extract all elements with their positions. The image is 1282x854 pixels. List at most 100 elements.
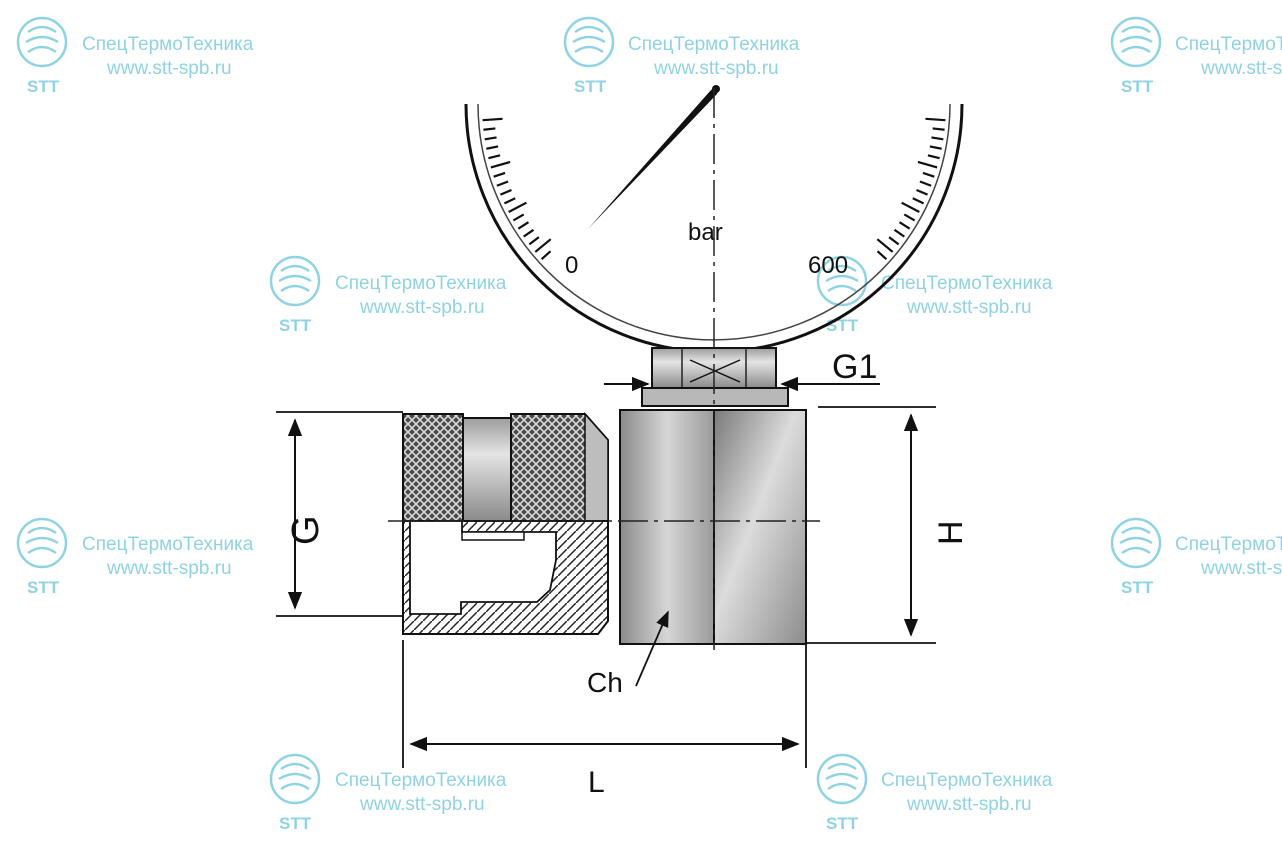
dimension-h-label: H (932, 520, 970, 545)
gauge-tick (893, 228, 905, 238)
gauge-tick (508, 201, 527, 213)
watermark-company: СпецТермоТехника (82, 34, 254, 55)
watermark-logo-text: STT (574, 77, 607, 96)
watermark-logo-text: STT (826, 814, 859, 833)
dimension-g1-label: G1 (832, 348, 877, 386)
watermark-url: www.stt-spb.ru (106, 58, 232, 79)
watermark-company: СпецТермоТехника (335, 273, 507, 294)
gauge-tick (490, 160, 511, 169)
union-sleeve (462, 417, 512, 522)
watermark-2: STT СпецТермоТехника www.stt-spb.ru (563, 16, 800, 96)
gauge-tick (517, 221, 530, 230)
gauge-tick (901, 201, 920, 213)
watermark-4: STT СпецТермоТехника www.stt-spb.ru (269, 255, 507, 335)
watermark-url: www.stt-spb.ru (1200, 558, 1282, 579)
gauge-tick (888, 236, 900, 246)
gauge-unit-label: bar (688, 219, 723, 246)
watermark-company: СпецТермоТехника (628, 34, 800, 55)
watermark-logo-text: STT (279, 814, 312, 833)
gauge-tick (931, 136, 944, 141)
watermark-url: www.stt-spb.ru (1200, 58, 1282, 79)
gauge-scale-ticks (482, 117, 946, 261)
gauge-tick (523, 228, 535, 238)
watermark-logo-text: STT (27, 77, 60, 96)
watermark-company: СпецТермоТехника (335, 770, 507, 791)
gauge-tick (503, 197, 516, 205)
stt-logo-icon (1110, 16, 1162, 68)
watermark-url: www.stt-spb.ru (906, 794, 1032, 815)
watermark-1: STT СпецТермоТехника www.stt-spb.ru (16, 16, 254, 96)
stt-logo-icon (16, 16, 68, 68)
gauge-tick (898, 221, 911, 230)
watermark-company: СпецТермоТехника (881, 770, 1053, 791)
dimension-l-label: L (588, 766, 605, 799)
gauge-tick (482, 117, 503, 122)
gauge-tick (903, 213, 916, 222)
gauge-tick (534, 238, 552, 253)
gauge-tick (876, 250, 888, 261)
stt-logo-icon (269, 753, 321, 805)
gauge-tick (483, 127, 496, 131)
gauge-tick (917, 160, 938, 169)
gauge-tick (929, 145, 942, 150)
gauge-tick (488, 154, 501, 160)
hex-body-right-face (713, 409, 807, 645)
stt-logo-icon (269, 255, 321, 307)
gauge-tick (927, 154, 940, 160)
watermark-url: www.stt-spb.ru (653, 58, 779, 79)
gauge-tick (925, 117, 946, 122)
watermark-9: STT СпецТермоТехника www.stt-spb.ru (816, 753, 1053, 833)
gauge-scale-min: 0 (565, 252, 578, 279)
stt-logo-icon (1110, 517, 1162, 569)
watermark-company: СпецТермоТехника (82, 534, 254, 555)
gauge-tick (500, 188, 512, 196)
watermark-company: СпецТермоТехника (1175, 534, 1282, 555)
gauge-tick (540, 250, 552, 261)
watermark-company: СпецТермоТехника (1175, 34, 1282, 55)
watermark-url: www.stt-spb.ru (106, 558, 232, 579)
gauge-tick (528, 236, 540, 246)
gauge-tick (916, 188, 928, 196)
gauge-tick (493, 171, 506, 178)
gauge-tick (496, 180, 509, 187)
gauge-scale-max: 600 (808, 252, 848, 279)
watermark-logo-text: STT (1121, 77, 1154, 96)
gauge-needle (588, 86, 719, 229)
watermark-logo-text: STT (27, 578, 60, 597)
hex-body-left-face (619, 409, 715, 645)
stt-logo-icon (563, 16, 615, 68)
knurled-ring-left (402, 413, 464, 522)
dimension-g: G (276, 411, 403, 617)
stt-logo-icon (816, 255, 868, 307)
gauge-nut (641, 387, 789, 407)
watermark-url: www.stt-spb.ru (906, 297, 1032, 318)
watermark-8: STT СпецТермоТехника www.stt-spb.ru (269, 753, 507, 833)
watermark-logo-text: STT (279, 316, 312, 335)
gauge-tick (512, 213, 525, 222)
gauge-tick (876, 238, 894, 253)
watermark-7: STT СпецТермоТехника www.stt-spb.ru (1110, 517, 1282, 597)
adapter-assembly (402, 409, 807, 645)
dimension-g1: G1 (604, 348, 880, 392)
watermark-5: STT СпецТермоТехника www.stt-spb.ru (816, 255, 1053, 335)
gauge-tick (932, 127, 945, 131)
stt-logo-icon (816, 753, 868, 805)
gauge-tick (912, 197, 925, 205)
dimension-g-label: G (285, 515, 327, 545)
dimension-h: H (806, 406, 970, 644)
stt-logo-icon (16, 517, 68, 569)
watermark-logo-text: STT (1121, 578, 1154, 597)
gauge-tick (919, 180, 932, 187)
watermark-3: STT СпецТермоТехника www.stt-spb.ru (1110, 16, 1282, 96)
gauge-tick (484, 136, 497, 141)
dimension-l: L (402, 640, 807, 799)
watermark-url: www.stt-spb.ru (359, 794, 485, 815)
watermark-6: STT СпецТермоТехника www.stt-spb.ru (16, 517, 254, 597)
gauge-tick (922, 171, 935, 178)
dimension-ch-label: Ch (587, 667, 623, 698)
dimension-ch: Ch (587, 610, 669, 698)
watermark-url: www.stt-spb.ru (359, 297, 485, 318)
watermark-logo-text: STT (826, 316, 859, 335)
